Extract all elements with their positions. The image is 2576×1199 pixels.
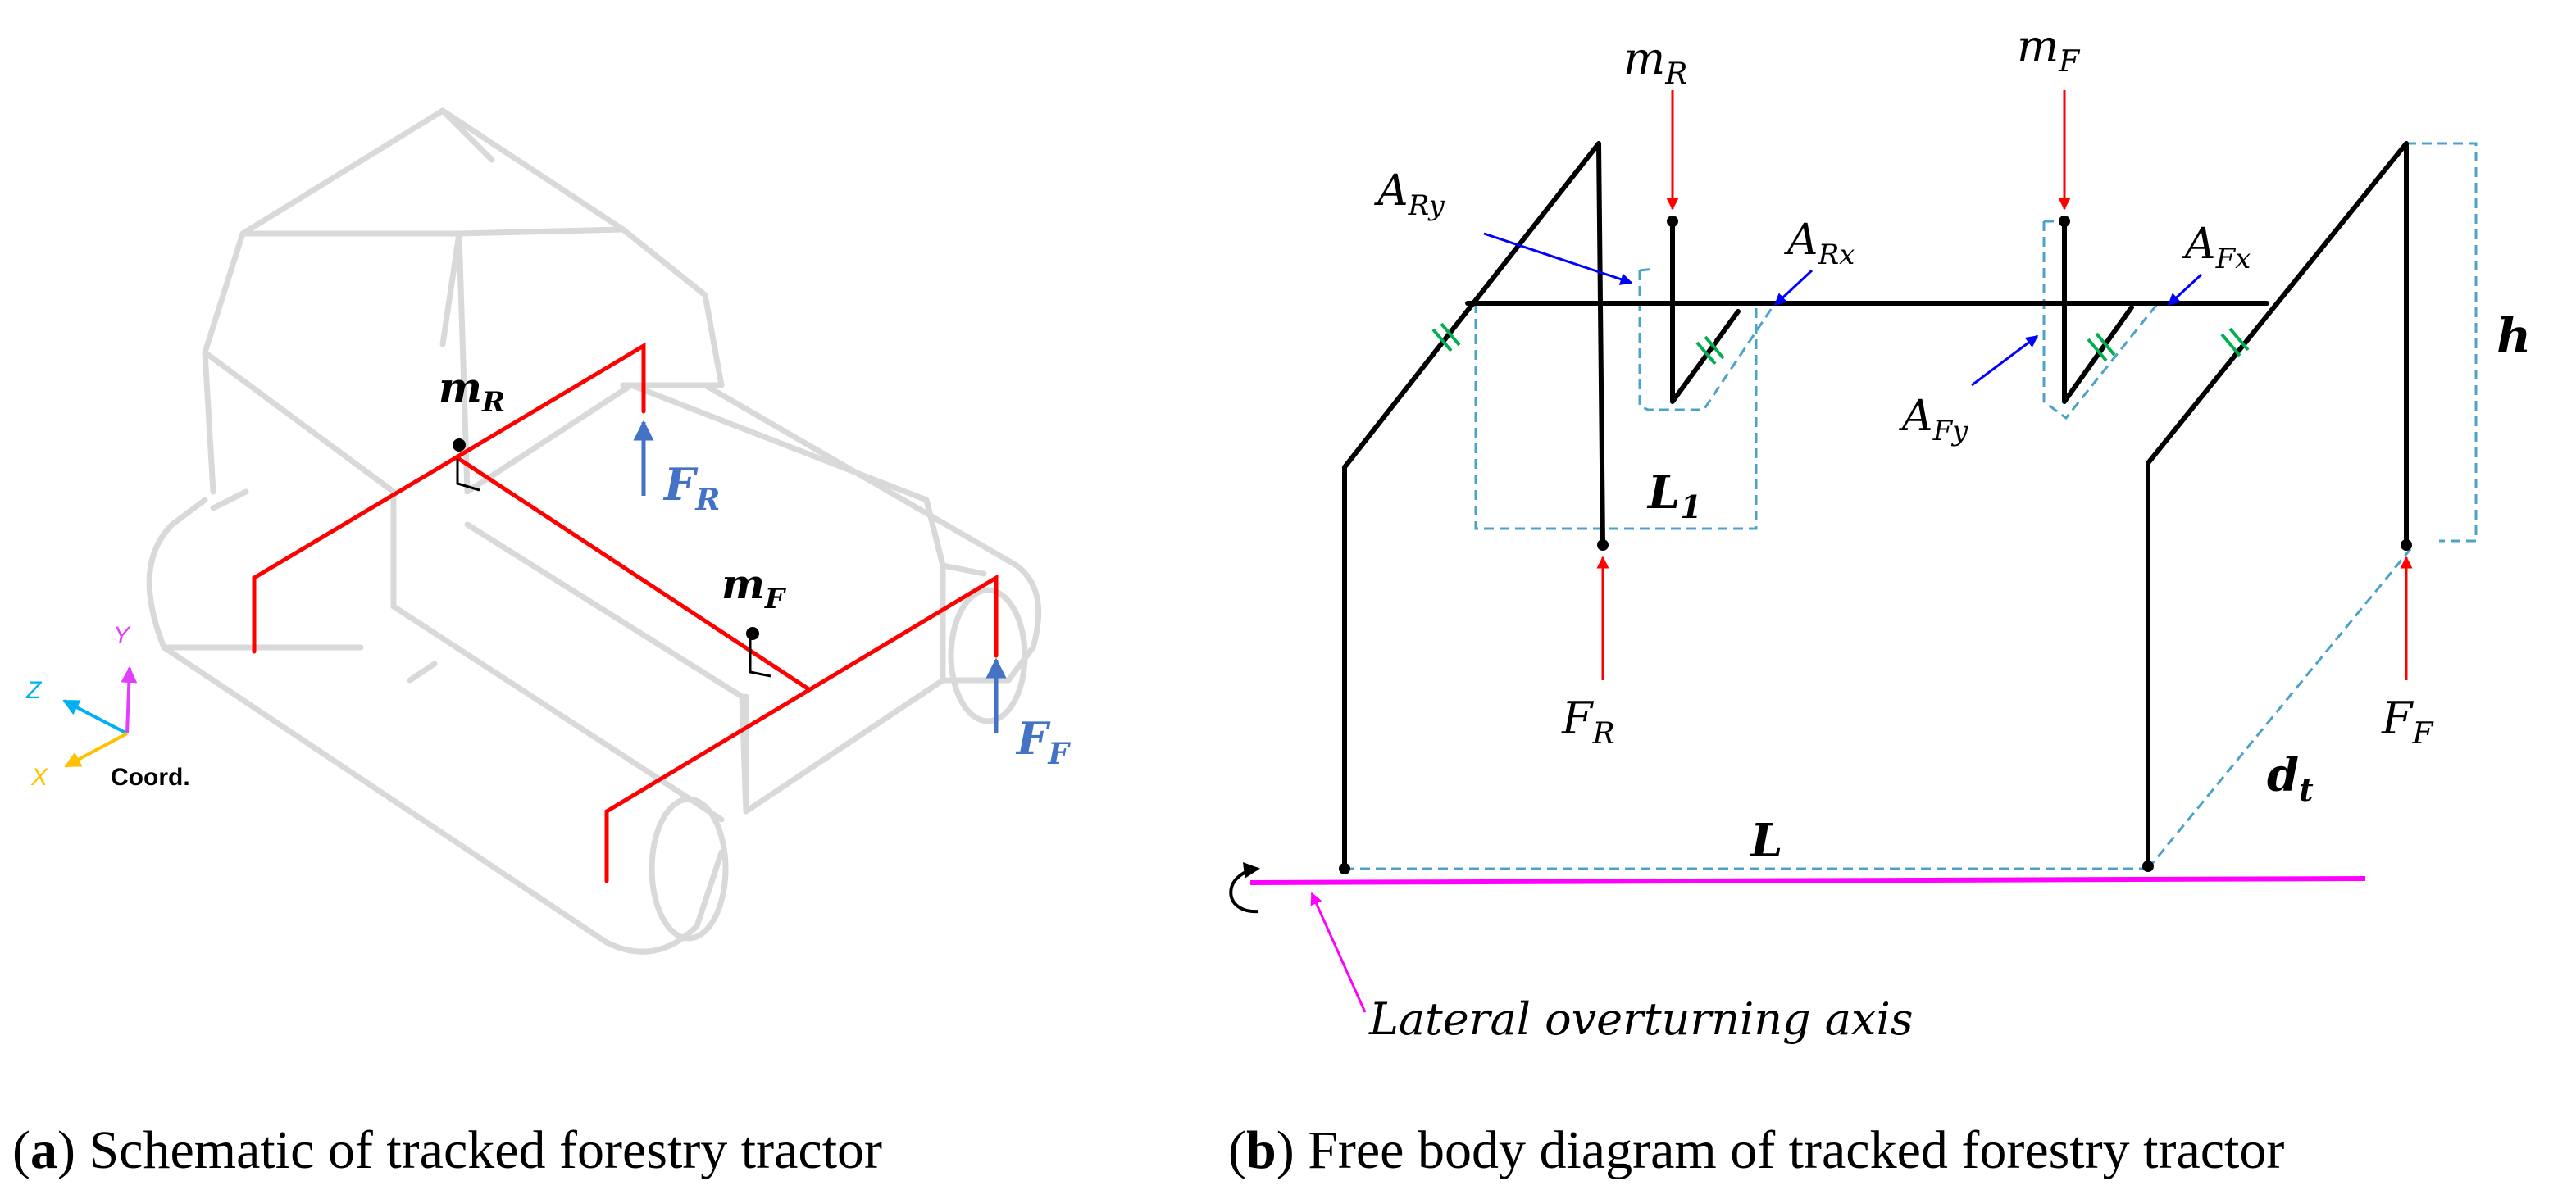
pivot-right	[2142, 861, 2154, 872]
mass-front-dot-a	[746, 627, 759, 640]
axis-x-label: X	[30, 764, 48, 791]
pivot-left	[1339, 863, 1350, 874]
force-rear-label-a: FR	[662, 458, 720, 517]
caption-a-text: Schematic of tracked forestry tractor	[75, 1120, 882, 1180]
a-fx-label: AFx	[2182, 220, 2251, 275]
a-fy-label: AFy	[1899, 392, 1968, 447]
l-label: L	[1749, 814, 1782, 868]
a-ry-pointer	[1483, 232, 1633, 285]
a-fy-pointer	[1971, 334, 2039, 387]
mass-markers-a	[456, 459, 771, 678]
overturning-axis-line	[1249, 876, 2366, 885]
rotation-icon	[1229, 862, 1260, 914]
axis-z-label: Z	[25, 677, 43, 704]
axis-y-label: Y	[113, 622, 131, 649]
dt-label: dt	[2267, 748, 2314, 808]
mass-rear-label-b: mR	[1623, 33, 1687, 91]
coordinate-triad: Y Z X Coord.	[25, 622, 190, 791]
tractor-outline	[146, 107, 1042, 955]
h-label: h	[2496, 308, 2531, 364]
frame-lines	[1342, 141, 2409, 871]
panel-a-schematic: mR mF FR FF Y Z X Coord.	[25, 107, 1071, 955]
a-ry-label: ARy	[1374, 166, 1445, 222]
mass-front-dot-b	[2059, 216, 2070, 227]
caption-a: (a) Schematic of tracked forestry tracto…	[12, 1120, 882, 1180]
a-rx-label: ARx	[1784, 216, 1855, 271]
l1-label: L1	[1646, 466, 1702, 525]
mass-front-label-a: mF	[721, 560, 787, 615]
force-front-label-b: FF	[2381, 693, 2434, 751]
force-rear-label-b: FR	[1561, 693, 1615, 751]
a-fx-pointer	[2167, 273, 2203, 307]
overturning-axis-label: Lateral overturning axis	[1368, 993, 1913, 1045]
mass-rear-dot-b	[1667, 216, 1678, 227]
force-front-dot-b	[2401, 539, 2412, 551]
caption-b: (b) Free body diagram of tracked forestr…	[1228, 1120, 2284, 1180]
mass-front-label-b: mF	[2017, 20, 2081, 79]
rops-frame	[252, 342, 999, 883]
hinge-marks	[1431, 322, 2250, 366]
force-front-label-a: FF	[1015, 712, 1071, 771]
overturning-axis-pointer	[1310, 892, 1367, 1013]
force-rear-dot-b	[1597, 539, 1609, 551]
dashed-guides	[1345, 142, 2478, 870]
caption-b-text: Free body diagram of tracked forestry tr…	[1295, 1120, 2285, 1180]
mass-rear-label-a: mR	[439, 363, 505, 419]
caption-b-tag: b	[1246, 1120, 1277, 1180]
panel-b-free-body: Lateral overturning axis mR mF ARy ARx A…	[1229, 20, 2531, 1045]
coord-label: Coord.	[111, 764, 190, 791]
a-rx-pointer	[1773, 269, 1814, 307]
caption-a-tag: a	[30, 1120, 57, 1180]
mass-rear-dot-a	[453, 438, 466, 452]
